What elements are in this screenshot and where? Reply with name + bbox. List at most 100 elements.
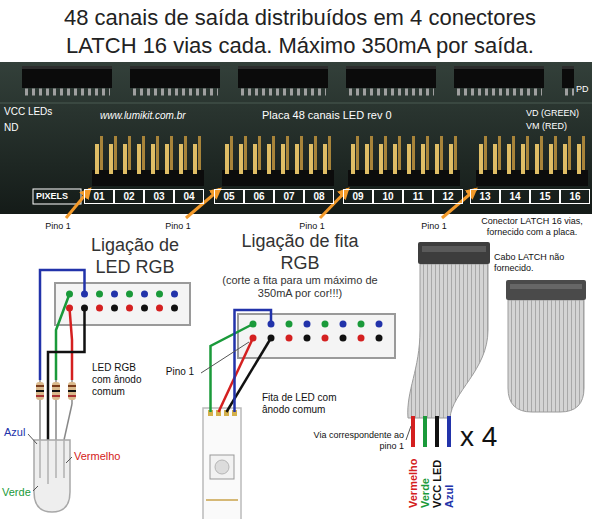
resistor-symbol <box>68 395 76 397</box>
led-wire <box>48 308 85 440</box>
board-text: VM (RED) <box>526 121 567 132</box>
connector-diagram <box>55 283 190 325</box>
pin-header <box>92 136 204 186</box>
resistor-symbol <box>52 395 60 397</box>
pcb-board <box>0 103 592 104</box>
pixel-number: 03 <box>153 191 164 203</box>
pixel-box: 16 <box>560 189 590 204</box>
pixel-box: 13 <box>470 189 500 204</box>
latch-cable <box>418 242 490 264</box>
rgb-led <box>55 440 57 478</box>
board-text: VD (GREEN) <box>526 108 579 119</box>
part-label: LED RGB com ânodo comum <box>92 362 156 398</box>
led-wire <box>70 308 73 380</box>
pointer-arrow <box>66 189 476 218</box>
rgb-led <box>39 440 41 478</box>
led-wire <box>40 270 85 380</box>
board-text: PIXELS <box>36 191 68 202</box>
strip-wire <box>211 324 254 412</box>
resistor-symbol <box>36 390 44 392</box>
pixel-number: 06 <box>253 191 264 203</box>
connector-diagram <box>55 283 190 325</box>
rgb-led <box>47 440 49 484</box>
led-strip <box>210 455 234 479</box>
pixel-box: 11 <box>403 189 433 204</box>
pixel-number: 07 <box>283 191 294 203</box>
leader-line <box>33 486 38 491</box>
cable-wire <box>411 416 415 447</box>
pin-label: Pino 1 <box>160 366 200 378</box>
resistor-symbol <box>36 395 44 397</box>
leader-line <box>28 434 72 491</box>
resistor-symbol <box>52 385 60 387</box>
board-text: www.lumikit.com.br <box>100 110 240 122</box>
wire-color-label: VCC LED <box>431 460 443 508</box>
pixel-box: 07 <box>274 189 304 204</box>
pin-header <box>222 136 334 186</box>
leader-line <box>406 426 411 440</box>
wire-color-label: Vermelho <box>407 458 419 508</box>
part-label: Fita de LED com ânodo comum <box>262 392 362 416</box>
pixel-number: 12 <box>442 191 453 203</box>
pixel-box: 09 <box>343 189 373 204</box>
resistor-symbol <box>68 390 76 392</box>
latch-cable <box>408 264 488 418</box>
rgb-led <box>34 440 70 512</box>
pixel-number: 08 <box>313 191 324 203</box>
leader-line <box>28 434 37 444</box>
led-strip <box>203 408 241 519</box>
multiplier: x 4 <box>460 420 497 454</box>
pin-header <box>348 136 460 186</box>
resistor-symbol <box>36 385 44 387</box>
pixel-box: 04 <box>174 189 204 204</box>
resistor-symbol <box>36 382 44 400</box>
pixel-number: 11 <box>413 191 424 203</box>
pixel-number: 13 <box>479 191 490 203</box>
connector-diagram <box>62 288 182 314</box>
pin-header <box>476 136 588 186</box>
pixel-number: 02 <box>123 191 134 203</box>
pin-header <box>222 136 334 186</box>
pixel-number: 01 <box>93 191 104 203</box>
resistor-symbol <box>64 404 72 440</box>
pin-header <box>476 136 588 186</box>
pin-label: Pino 1 <box>414 221 454 232</box>
pixel-box: 06 <box>244 189 274 204</box>
pixel-number: 15 <box>539 191 550 203</box>
silkscreen-box <box>33 189 81 204</box>
pin-header <box>92 136 204 186</box>
wire-color-label: Verde <box>2 486 34 499</box>
pixel-box: 10 <box>373 189 403 204</box>
leader-line <box>66 457 72 463</box>
connector-diagram <box>62 288 182 314</box>
note: Cabo LATCH não fornecido. <box>494 252 594 274</box>
pixel-box: 14 <box>500 189 530 204</box>
latch-cable <box>506 280 586 300</box>
cable-wire <box>413 416 449 447</box>
pixel-box: 15 <box>530 189 560 204</box>
led-strip <box>215 460 229 474</box>
led-wire <box>40 270 85 440</box>
resistor-symbol <box>68 385 76 387</box>
pin-label: Pino 1 <box>158 221 198 232</box>
board-text: Placa 48 canais LED rev 0 <box>262 109 442 122</box>
latch-cable <box>510 284 582 289</box>
pixel-number: 05 <box>223 191 234 203</box>
resistor-symbol <box>68 382 76 400</box>
pin-label: Pino 1 <box>38 221 78 232</box>
leader-line <box>201 342 249 373</box>
pcb-board <box>14 64 574 100</box>
board-text: VCC LEDs <box>4 106 64 118</box>
cable-wire <box>423 416 427 447</box>
pixel-box: 05 <box>214 189 244 204</box>
connector-diagram <box>244 318 388 344</box>
led-strip <box>203 408 241 519</box>
resistor-symbol <box>52 390 60 392</box>
latch-cable <box>422 246 486 252</box>
wire-color-label: Vermelho <box>74 450 138 463</box>
section-heading: Ligação de LED RGB <box>80 234 190 278</box>
wire-color-label: Azul <box>443 485 455 508</box>
pin-label: Pino 1 <box>292 221 332 232</box>
pixel-box: 01 <box>84 189 114 204</box>
pixel-box: 12 <box>433 189 463 204</box>
